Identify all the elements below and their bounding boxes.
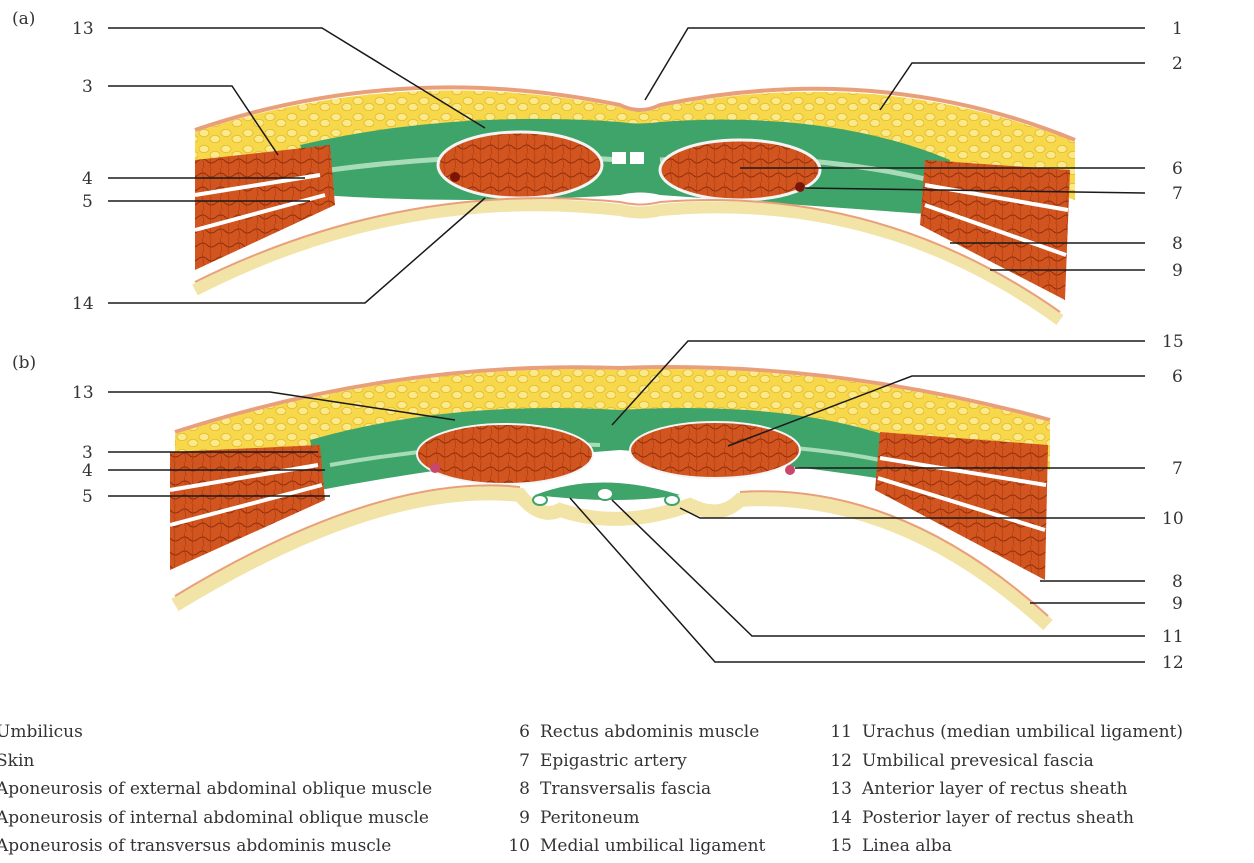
label-a-4: 4 (82, 169, 93, 189)
anatomical-diagram: (a) 13 3 4 5 14 1 2 6 7 8 9 (0, 0, 1254, 718)
legend-number: 13 (830, 775, 852, 804)
rectus-muscle-left (438, 132, 602, 198)
rectus-muscle-right-b (630, 422, 800, 478)
label-a-8: 8 (1172, 234, 1183, 254)
medial-umbilical-ligament-right (665, 495, 679, 505)
label-a-3: 3 (82, 77, 93, 97)
label-a-5: 5 (82, 192, 93, 212)
label-a-9: 9 (1172, 261, 1183, 281)
legend-item: 4Aponeurosis of internal abdominal obliq… (0, 804, 432, 833)
legend-text: Umbilicus (0, 722, 83, 742)
label-b-6: 6 (1172, 367, 1183, 387)
panel-a-illustration (195, 87, 1075, 320)
epigastric-artery-left (450, 172, 460, 182)
legend-item: 14 Posterior layer of rectus sheath (830, 804, 1183, 833)
legend-number: 6 (508, 718, 530, 747)
label-b-8: 8 (1172, 572, 1183, 592)
legend-item: 12 Umbilical prevesical fascia (830, 747, 1183, 776)
legend-item: 8 Transversalis fascia (508, 775, 765, 804)
legend-text: Anterior layer of rectus sheath (862, 779, 1127, 799)
legend-column-2: 6 Rectus abdominis muscle 7 Epigastric art… (508, 718, 765, 861)
legend-number: 10 (508, 832, 530, 861)
legend-number: 12 (830, 747, 852, 776)
legend-number: 8 (508, 775, 530, 804)
label-b-11: 11 (1162, 627, 1184, 647)
legend-number: 9 (508, 804, 530, 833)
rectus-muscle-left-b (417, 424, 593, 484)
legend-item: 9 Peritoneum (508, 804, 765, 833)
legend-item: 3Aponeurosis of external abdominal obliq… (0, 775, 432, 804)
label-b-12: 12 (1162, 653, 1184, 673)
legend-item: 15 Linea alba (830, 832, 1183, 861)
legend-item: 7 Epigastric artery (508, 747, 765, 776)
label-b-3: 3 (82, 443, 93, 463)
epigastric-artery-right-b (785, 465, 795, 475)
legend-text: Skin (0, 751, 34, 771)
peritoneum-layer-b (175, 493, 1048, 625)
label-a-6: 6 (1172, 159, 1183, 179)
legend-item: 6 Rectus abdominis muscle (508, 718, 765, 747)
legend-item: 13 Anterior layer of rectus sheath (830, 775, 1183, 804)
legend-number: 14 (830, 804, 852, 833)
legend-text: Umbilical prevesical fascia (862, 751, 1094, 771)
legend-item: 11 Urachus (median umbilical ligament) (830, 718, 1183, 747)
label-b-4: 4 (82, 461, 93, 481)
legend-text: Aponeurosis of transversus abdominis mus… (0, 836, 391, 856)
lateral-muscles-left-b (170, 445, 325, 570)
legend-text: Rectus abdominis muscle (540, 722, 759, 742)
label-b-5: 5 (82, 487, 93, 507)
legend-text: Medial umbilical ligament (540, 836, 765, 856)
urachus (597, 488, 613, 500)
label-a-1: 1 (1172, 19, 1183, 39)
legend-number: 7 (508, 747, 530, 776)
label-b-15: 15 (1162, 332, 1184, 352)
legend-number: 15 (830, 832, 852, 861)
label-b-10: 10 (1162, 509, 1184, 529)
label-a-7: 7 (1172, 184, 1183, 204)
panel-b-label: (b) (12, 353, 36, 373)
legend-text: Linea alba (862, 836, 952, 856)
legend-item: 1Umbilicus (0, 718, 432, 747)
legend-text: Aponeurosis of external abdominal obliqu… (0, 779, 432, 799)
legend-text: Epigastric artery (540, 751, 687, 771)
legend-text: Transversalis fascia (540, 779, 711, 799)
legend-text: Urachus (median umbilical ligament) (862, 722, 1183, 742)
legend-column-3: 11 Urachus (median umbilical ligament) 12… (830, 718, 1183, 861)
label-b-9: 9 (1172, 594, 1183, 614)
legend: 1Umbilicus 2Skin 3Aponeurosis of externa… (0, 718, 1254, 863)
label-b-7: 7 (1172, 459, 1183, 479)
legend-item: 10 Medial umbilical ligament (508, 832, 765, 861)
panel-a-label: (a) (12, 9, 35, 29)
legend-text: Aponeurosis of internal abdominal obliqu… (0, 808, 429, 828)
label-b-13: 13 (72, 383, 94, 403)
label-a-2: 2 (1172, 54, 1183, 74)
epigastric-artery-right (795, 182, 805, 192)
legend-item: 5Aponeurosis of transversus abdominis mu… (0, 832, 432, 861)
epigastric-artery-left-b (430, 463, 440, 473)
legend-number: 11 (830, 718, 852, 747)
label-a-13: 13 (72, 19, 94, 39)
medial-umbilical-ligament-left (533, 495, 547, 505)
legend-item: 2Skin (0, 747, 432, 776)
legend-text: Peritoneum (540, 808, 639, 828)
rectus-muscle-right (660, 140, 820, 200)
legend-column-1: 1Umbilicus 2Skin 3Aponeurosis of externa… (0, 718, 432, 861)
legend-text: Posterior layer of rectus sheath (862, 808, 1134, 828)
label-a-14: 14 (72, 294, 94, 314)
